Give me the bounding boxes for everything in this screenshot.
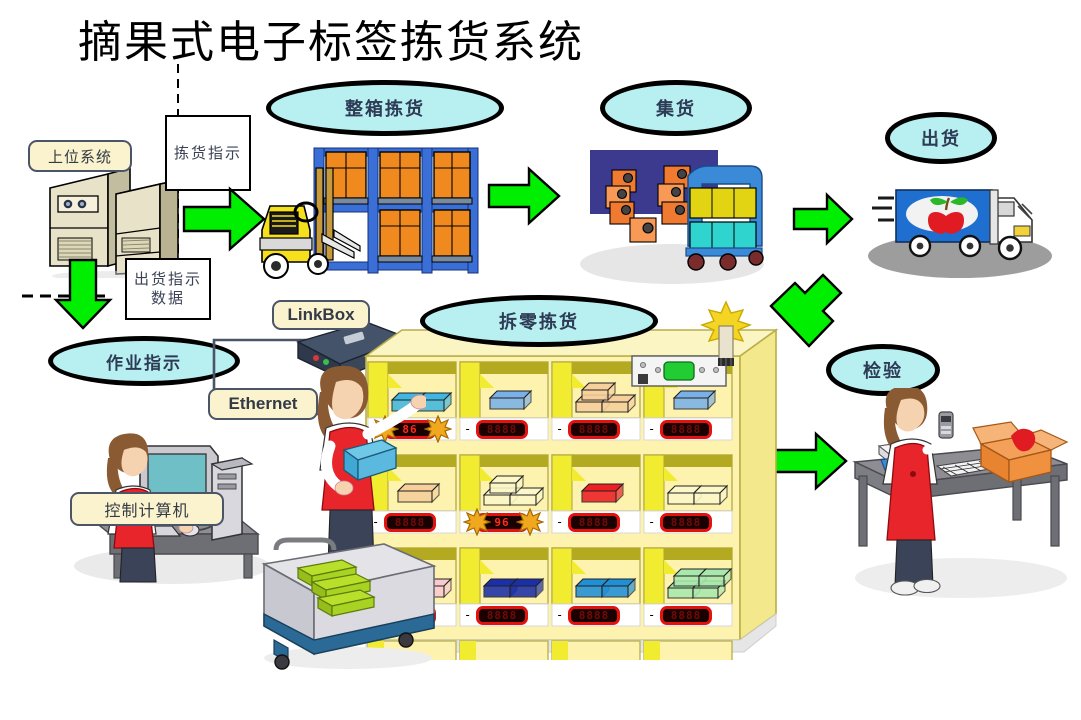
operator-computer-illustration bbox=[62, 388, 274, 588]
tag-flash-starburst-icon bbox=[423, 414, 453, 448]
green-arrow-right-to-consolidation bbox=[487, 165, 561, 227]
led-tag-display[interactable]: 8888 bbox=[384, 513, 436, 532]
delivery-truck-illustration bbox=[862, 180, 1057, 285]
led-tag-display[interactable]: 8888 bbox=[568, 606, 620, 625]
dashed-connector-host-down bbox=[22, 294, 108, 298]
pallet-rack-illustration bbox=[256, 138, 481, 283]
green-arrow-right-to-fullcase bbox=[182, 185, 266, 253]
label-host-system: 上位系统 bbox=[28, 140, 132, 172]
consolidation-illustration bbox=[572, 148, 772, 288]
tag-flash-starburst-icon bbox=[515, 507, 545, 541]
label-ethernet: Ethernet bbox=[208, 388, 318, 420]
led-tag-display[interactable]: 8888 bbox=[660, 513, 712, 532]
note-picking-instruction: 拣货指示 bbox=[165, 115, 251, 191]
led-tag-display[interactable]: 8888 bbox=[660, 606, 712, 625]
stage-label-piece-picking: 拆零拣货 bbox=[420, 295, 658, 347]
tag-dash-label: - bbox=[556, 515, 564, 529]
green-arrow-right-to-inspection bbox=[772, 430, 848, 492]
tag-flash-starburst-icon bbox=[462, 507, 492, 541]
tag-dash-label: - bbox=[556, 608, 564, 622]
inspection-station-illustration bbox=[845, 388, 1073, 603]
tag-dash-label: - bbox=[648, 515, 656, 529]
picking-cart-illustration bbox=[256, 522, 442, 670]
stage-label-consolidation: 集货 bbox=[600, 80, 752, 136]
stage-label-full-case-picking: 整箱拣货 bbox=[266, 80, 504, 136]
tag-dash-label: - bbox=[556, 422, 564, 436]
green-arrow-down-to-control bbox=[52, 258, 114, 330]
label-linkbox: LinkBox bbox=[272, 300, 370, 330]
stage-label-work-instruction: 作业指示 bbox=[48, 336, 240, 386]
stage-label-inspection: 检验 bbox=[826, 344, 940, 396]
led-tag-display[interactable]: 8888 bbox=[660, 420, 712, 439]
led-tag-display[interactable]: 8888 bbox=[476, 420, 528, 439]
green-arrow-up-left-to-consolidation bbox=[765, 272, 843, 350]
tag-dash-label: - bbox=[648, 608, 656, 622]
rack-control-panel[interactable] bbox=[630, 348, 730, 394]
label-control-computer: 控制计算机 bbox=[70, 492, 224, 526]
beacon-light-icon bbox=[700, 300, 752, 376]
tag-dash-label: - bbox=[464, 422, 472, 436]
note-shipping-instruction-data: 出货指示数据 bbox=[125, 258, 211, 320]
tag-dash-label: - bbox=[648, 422, 656, 436]
led-tag-display[interactable]: 8888 bbox=[568, 420, 620, 439]
led-tag-display[interactable]: 8888 bbox=[476, 606, 528, 625]
green-arrow-right-to-shipping bbox=[792, 192, 854, 246]
led-tag-display[interactable]: 8888 bbox=[568, 513, 620, 532]
tag-dash-label: - bbox=[372, 515, 380, 529]
led-tag-display-active[interactable]: 86 bbox=[384, 420, 436, 439]
page-title: 摘果式电子标签拣货系统 bbox=[78, 17, 584, 68]
stage-label-shipping: 出货 bbox=[885, 112, 997, 164]
tag-dash-label: - bbox=[464, 608, 472, 622]
